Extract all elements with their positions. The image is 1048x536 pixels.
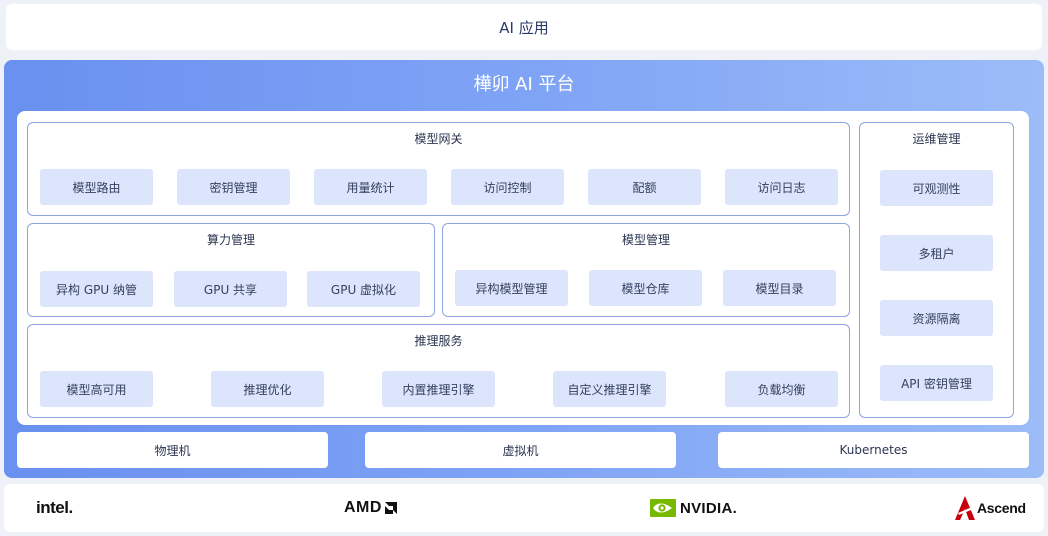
module-load-balancing: 负载均衡	[725, 371, 838, 407]
infra-virtual-machine: 虚拟机	[365, 432, 676, 468]
amd-arrow-icon	[384, 502, 397, 514]
infra-kubernetes: Kubernetes	[718, 432, 1029, 468]
module-usage-stats: 用量统计	[314, 169, 427, 205]
ops-management-title: 运维管理	[912, 132, 961, 146]
ascend-mark-icon	[955, 496, 975, 520]
intel-logo: intel.	[36, 498, 73, 517]
ai-application-title: AI 应用	[499, 18, 549, 37]
nvidia-logo: NVIDIA.	[650, 484, 737, 532]
module-access-control: 访问控制	[451, 169, 564, 205]
module-gpu-sharing: GPU 共享	[174, 271, 287, 307]
module-observability: 可观测性	[880, 170, 993, 206]
module-access-log: 访问日志	[725, 169, 838, 205]
model-management-group: 模型管理 异构模型管理 模型仓库 模型目录	[442, 223, 850, 317]
module-heterogeneous-gpu: 异构 GPU 纳管	[40, 271, 153, 307]
module-model-high-availability: 模型高可用	[40, 371, 153, 407]
hardware-vendor-bar: intel. AMD NVIDIA. Ascend	[4, 484, 1044, 532]
module-model-repository: 模型仓库	[589, 270, 702, 306]
module-inference-optimization: 推理优化	[211, 371, 324, 407]
module-model-routing: 模型路由	[40, 169, 153, 205]
platform-layer: 樺卯 AI 平台 模型网关 模型路由 密钥管理 用量统计 访问控制 配额 访问日…	[4, 60, 1044, 478]
module-heterogeneous-models: 异构模型管理	[455, 270, 568, 306]
module-gpu-virtualization: GPU 虚拟化	[307, 271, 420, 307]
model-management-title: 模型管理	[621, 233, 670, 247]
platform-title: 樺卯 AI 平台	[473, 74, 575, 95]
ops-management-group: 运维管理 可观测性 多租户 资源隔离 API 密钥管理	[859, 122, 1014, 418]
ai-application-layer: AI 应用	[6, 4, 1042, 50]
nvidia-eye-icon	[650, 499, 676, 517]
amd-logo: AMD	[344, 484, 398, 532]
inference-service-group: 推理服务 模型高可用 推理优化 内置推理引擎 自定义推理引擎 负载均衡	[27, 324, 850, 418]
ascend-logo: Ascend	[954, 484, 1026, 532]
module-custom-inference-engine: 自定义推理引擎	[553, 371, 666, 407]
module-api-key-management: API 密钥管理	[880, 365, 993, 401]
compute-management-title: 算力管理	[206, 233, 255, 247]
module-key-management: 密钥管理	[177, 169, 290, 205]
module-multi-tenancy: 多租户	[880, 235, 993, 271]
infra-physical-machine: 物理机	[17, 432, 328, 468]
model-gateway-group: 模型网关 模型路由 密钥管理 用量统计 访问控制 配额 访问日志	[27, 122, 850, 216]
module-builtin-inference-engine: 内置推理引擎	[382, 371, 495, 407]
module-model-catalog: 模型目录	[723, 270, 836, 306]
inference-service-title: 推理服务	[414, 334, 463, 348]
platform-modules-panel: 模型网关 模型路由 密钥管理 用量统计 访问控制 配额 访问日志 算力管理 异构…	[17, 111, 1029, 425]
compute-management-group: 算力管理 异构 GPU 纳管 GPU 共享 GPU 虚拟化	[27, 223, 435, 317]
module-quota: 配额	[588, 169, 701, 205]
model-gateway-title: 模型网关	[414, 132, 463, 146]
module-resource-isolation: 资源隔离	[880, 300, 993, 336]
